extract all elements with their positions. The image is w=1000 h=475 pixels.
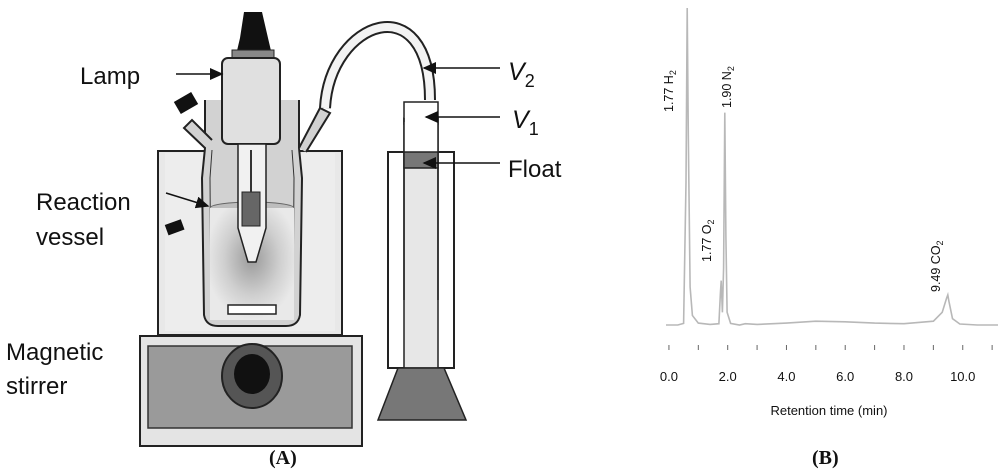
x-axis-ticks: 0.0 2.0 4.0 6.0 8.0 10.0 [660,345,993,384]
reaction-label-line1: Reaction [36,189,131,216]
peak-annotation-text: 1.77 H [662,75,676,112]
panel-b-caption: (B) [812,447,839,469]
peak-annotation-subscript: 2 [668,70,678,75]
lamp-bulb [241,191,261,227]
peak-annotation-subscript: 2 [706,219,716,224]
x-tick-label: 0.0 [660,369,678,384]
lamp-cap [236,12,272,55]
v1-letter: V [512,106,531,134]
peak-annotation: 1.77 O2 [700,219,716,262]
neck-stopper [173,91,199,115]
peak-annotation: 9.49 CO2 [929,240,945,292]
v2-letter: V [508,58,527,86]
peak-annotation: 1.90 N2 [720,66,736,108]
reaction-vessel-arrow [165,192,210,209]
x-tick-label: 2.0 [719,369,737,384]
x-tick-label: 8.0 [895,369,913,384]
peak-annotation-text: 9.49 CO [929,245,943,292]
panel-a-caption: (A) [269,447,297,469]
stirrer-label-line1: Magnetic [6,339,103,366]
v1-label: V1 [512,106,539,139]
peak-annotation-text: 1.90 N [720,71,734,108]
v2-subscript: 2 [525,71,535,91]
peak-annotations: 1.77 H21.77 O21.90 N29.49 CO2 [662,66,945,292]
lamp-body [221,57,281,145]
peak-annotation-subscript: 2 [726,66,736,71]
burette-base [376,367,468,421]
vessel-left-neck [182,118,213,149]
lamp-label: Lamp [80,63,140,90]
reaction-label-line2: vessel [36,224,104,251]
x-axis-label: Retention time (min) [770,403,887,418]
stir-bar [227,304,277,315]
burette-gas-space [404,122,438,152]
float [403,151,439,169]
peak-annotation-text: 1.77 O [700,224,714,262]
peak-annotation: 1.77 H2 [662,70,678,112]
burette-top [403,101,439,125]
x-tick-label: 4.0 [777,369,795,384]
peak-annotation-subscript: 2 [935,240,945,245]
vessel-right-neck [298,106,332,153]
float-label: Float [508,156,562,183]
chromatogram-trace [666,7,998,326]
stirrer-knob-center [234,354,270,394]
v1-subscript: 1 [529,119,539,139]
x-tick-label: 10.0 [950,369,975,384]
panel-a-apparatus: Lamp Reaction vessel Magnetic stirrer Fl… [6,12,562,469]
v2-label: V2 [508,58,535,91]
x-tick-label: 6.0 [836,369,854,384]
thermometer-clip [164,219,185,236]
stirrer-label-line2: stirrer [6,373,67,400]
